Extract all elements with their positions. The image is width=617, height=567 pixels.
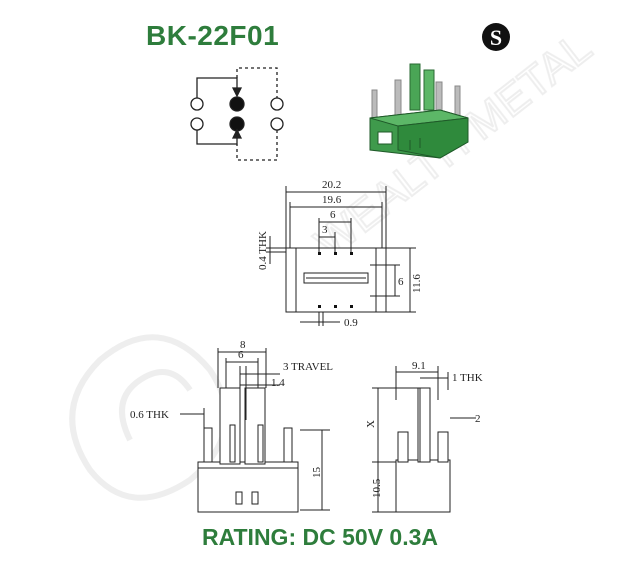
rating-label: RATING: DC 50V 0.3A xyxy=(202,524,439,550)
dim-row-spacing: 6 xyxy=(398,276,404,288)
dim-front-height: 15 xyxy=(311,467,323,479)
dim-front-thickness: 0.6 THK xyxy=(130,409,169,421)
dim-pin-pitch: 3 xyxy=(322,224,328,236)
product-title: BK-22F01 xyxy=(146,20,280,51)
brand-logo: S xyxy=(482,23,510,51)
dim-actuator-inner: 6 xyxy=(238,349,244,361)
side-view-drawing xyxy=(372,366,476,513)
front-view-drawing xyxy=(180,348,330,513)
dim-overall-width: 20.2 xyxy=(322,179,341,191)
switch-photo xyxy=(369,63,469,159)
dim-side-depth: 9.1 xyxy=(412,360,426,372)
dim-top-thickness: 0.4 THK xyxy=(257,231,269,270)
top-view-drawing xyxy=(266,186,416,326)
dim-pin-offset: 2 xyxy=(475,413,481,425)
dim-side-thickness: 1 THK xyxy=(452,372,483,384)
dim-side-height: 10.5 xyxy=(371,478,383,498)
dim-travel: 3 TRAVEL xyxy=(283,361,333,373)
dim-variable-x: X xyxy=(365,420,377,428)
dim-body-height: 11.6 xyxy=(411,274,423,293)
schematic-diagram xyxy=(190,67,284,161)
dim-pin-span: 6 xyxy=(330,209,336,221)
dim-pin-width: 0.9 xyxy=(344,317,358,329)
dim-slot: 1.4 xyxy=(271,377,285,389)
svg-text:S: S xyxy=(490,25,502,50)
dim-actuator-outer: 8 xyxy=(240,339,246,351)
dim-inner-width: 19.6 xyxy=(322,194,342,206)
